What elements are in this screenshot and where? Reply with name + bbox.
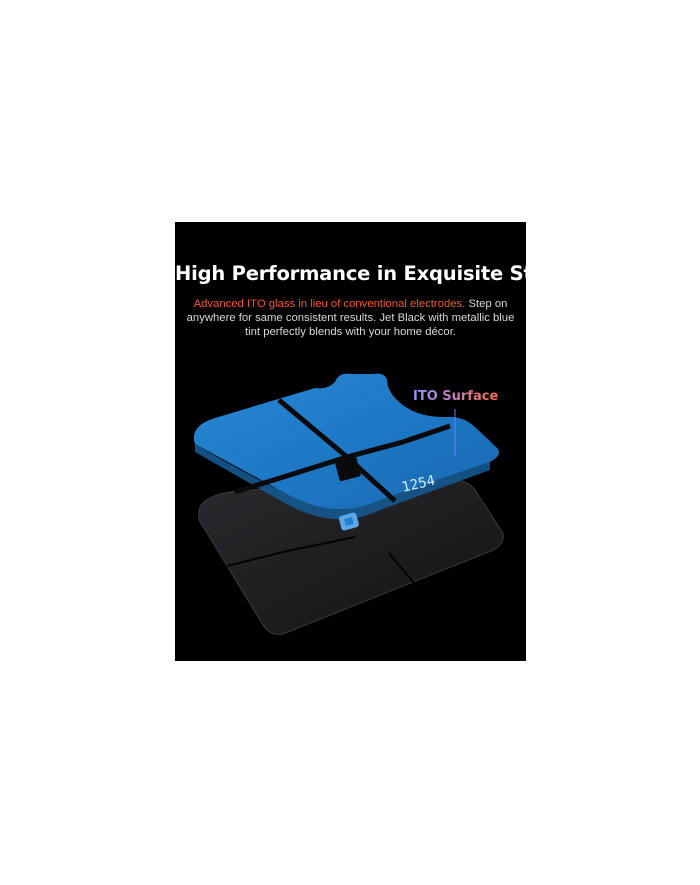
scale-illustration: 1254 — [193, 373, 504, 635]
display-reading: 1254 — [400, 473, 436, 496]
description-rest: Step on anywhere for same consistent res… — [186, 298, 515, 338]
ito-surface-label: ITO Surface — [413, 389, 499, 404]
description: Advanced ITO glass in lieu of convention… — [185, 297, 516, 339]
scale-base — [198, 479, 504, 635]
headline: High Performance in Exquisite Style — [175, 262, 526, 285]
square-button-icon — [335, 456, 361, 482]
product-banner: High Performance in Exquisite Style Adva… — [175, 222, 526, 661]
ito-glass-plate: 1254 — [193, 373, 499, 531]
description-highlight: Advanced ITO glass in lieu of convention… — [193, 298, 466, 310]
brand-logo-icon — [338, 512, 359, 531]
